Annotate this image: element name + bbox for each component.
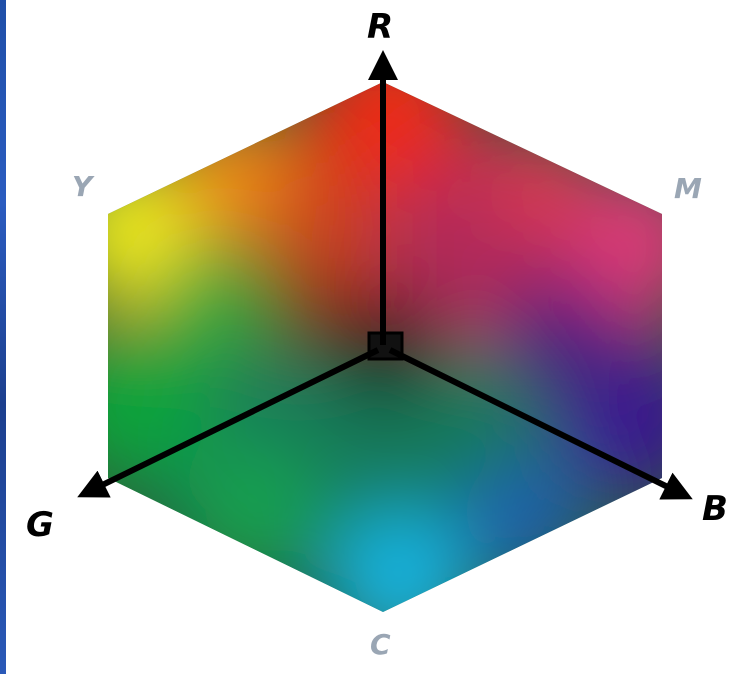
magenta-corner-label: M [674, 172, 702, 205]
g-axis-label: G [26, 505, 54, 545]
yellow-corner-label: Y [72, 170, 95, 203]
g-axis-arrow [77, 347, 380, 498]
b-axis-label: B [702, 489, 728, 529]
r-axis-label: R [367, 7, 393, 47]
b-axis-arrow [388, 347, 693, 500]
left-edge-strip [0, 0, 6, 674]
cyan-corner-label: C [370, 628, 391, 661]
